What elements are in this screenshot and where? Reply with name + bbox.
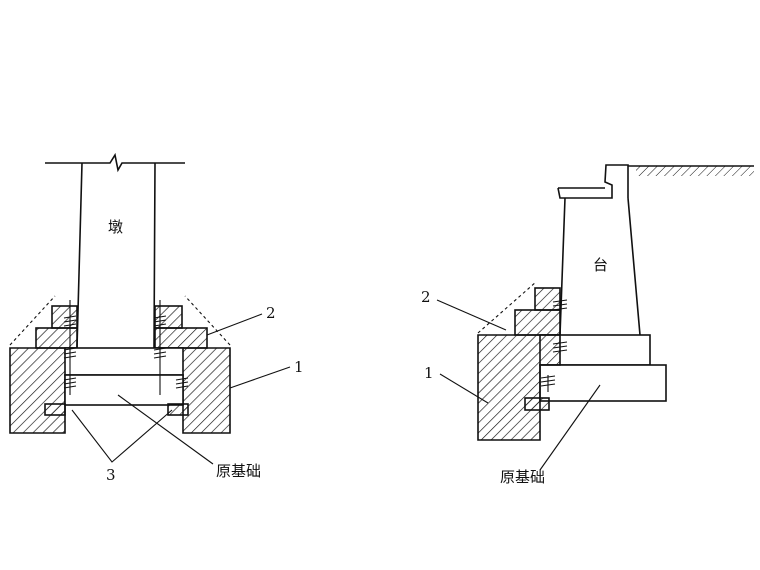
pier-dowels [63,300,189,395]
left-leader-2 [206,313,263,336]
abutment-step-mid [514,309,561,336]
right-leader-2 [436,299,507,331]
left-figure: 墩 2 1 3 原基础 [9,152,304,484]
left-leader-foundation [117,394,214,465]
abutment-step-upper [534,287,561,311]
pier-anchor-right [167,403,189,416]
left-callout-1: 1 [294,358,304,376]
pier-break-line [45,152,185,173]
pier-anchor-left [44,403,66,416]
pier-step-mid-left [35,327,78,349]
abutment-slope [477,281,537,334]
abutment-original-foundation [539,364,667,402]
abutment-dowels [540,290,568,392]
pier-step-mid-right [154,327,208,349]
left-original-foundation: 原基础 [216,462,261,480]
left-leader-3 [71,409,173,463]
right-figure: 台 2 1 原基础 [421,164,754,486]
left-leader-1 [229,366,291,389]
pier-body [76,162,156,349]
right-callout-1: 1 [424,364,434,382]
pier-slope-left [9,295,56,346]
abutment-anchor [524,397,550,411]
pier-slope-right [184,295,231,346]
left-callout-2: 2 [266,304,276,322]
soil-hatch [636,166,754,176]
pier-label: 墩 [108,218,123,236]
abutment-body [559,197,641,336]
right-original-foundation: 原基础 [500,468,545,486]
right-callout-2: 2 [421,288,431,306]
abutment-label: 台 [593,256,608,274]
abutment-cap [557,164,629,199]
right-leader-foundation [539,384,601,471]
left-callout-3: 3 [106,466,116,484]
right-leader-1 [439,373,489,404]
pier-original-foundation-lower [64,374,184,406]
